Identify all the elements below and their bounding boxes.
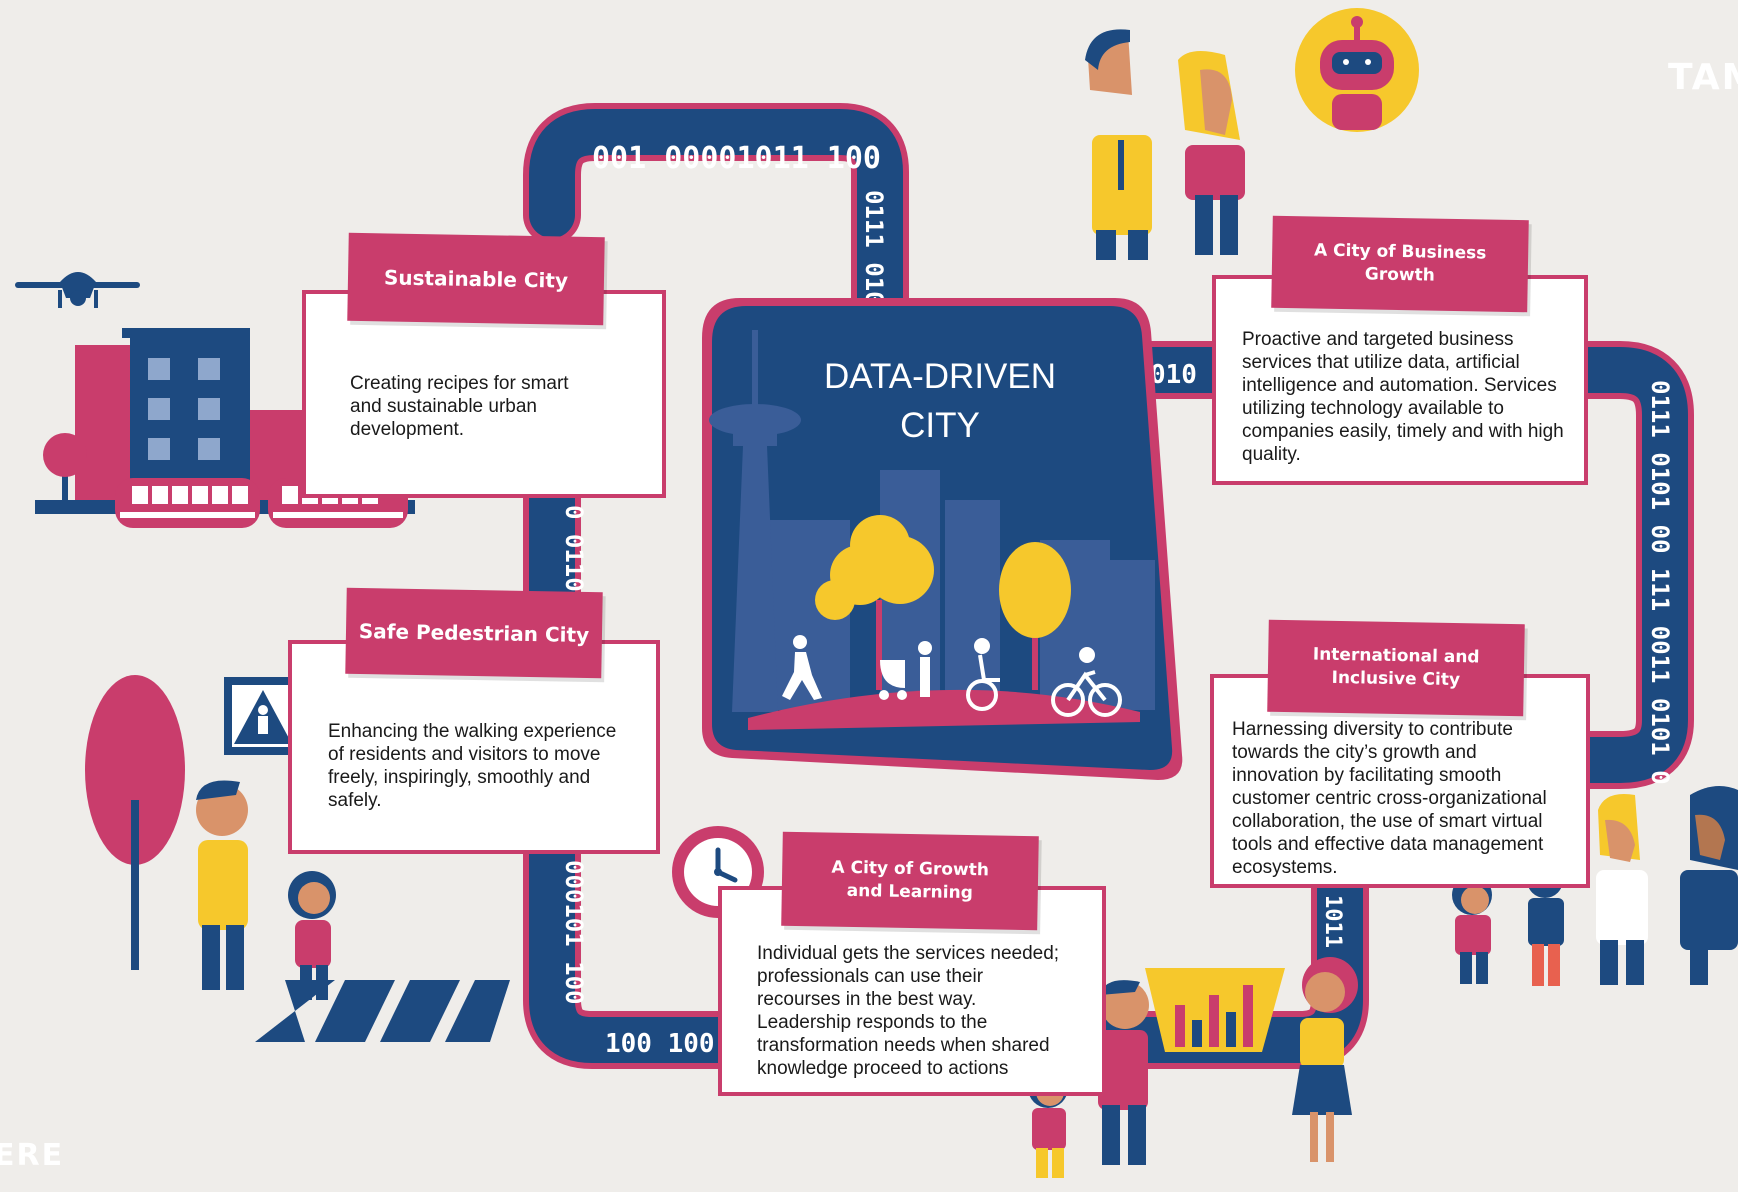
person-man-top bbox=[1085, 29, 1152, 260]
person-man-right bbox=[1596, 794, 1648, 985]
center-title-line1: DATA-DRIVEN bbox=[823, 357, 1057, 396]
person-child-right bbox=[1452, 875, 1492, 984]
card-international-inclusive-text: Harnessing diversity to contribute towar… bbox=[1232, 719, 1547, 878]
tree-icon bbox=[999, 542, 1071, 690]
tag-business-growth-line1: A City of Business bbox=[1313, 240, 1487, 264]
person-woman-far-right bbox=[1680, 786, 1738, 985]
corner-text-top-right: TAM bbox=[1668, 57, 1738, 98]
bar-chart-icon bbox=[1145, 968, 1285, 1052]
binary-top: 001 00001011 100 bbox=[592, 141, 881, 176]
center-panel bbox=[702, 298, 1183, 780]
pedestrian-icon bbox=[782, 635, 822, 700]
tag-international-inclusive-line1: International and bbox=[1312, 644, 1480, 668]
center-title-line2: CITY bbox=[900, 406, 980, 445]
binary-left-mid: 0 0110 bbox=[560, 505, 588, 592]
binary-bottom: 100 100 bbox=[605, 1029, 715, 1059]
tag-growth-learning-line1: A City of Growth bbox=[831, 857, 990, 881]
drone-icon bbox=[15, 272, 140, 308]
person-child-left bbox=[288, 871, 336, 1000]
tree-icon bbox=[85, 675, 185, 970]
card-business-growth-text: Proactive and targeted business services… bbox=[1242, 329, 1564, 465]
tag-international-inclusive-line2: Inclusive City bbox=[1331, 667, 1461, 691]
card-growth-learning-text: Individual gets the services needed; pro… bbox=[757, 943, 1060, 1079]
binary-bottom-right: 1011 bbox=[1320, 895, 1345, 948]
tag-growth-learning: A City of Growth and Learning bbox=[781, 831, 1039, 931]
tv-tower-icon bbox=[709, 330, 801, 712]
person-woman-top bbox=[1178, 51, 1245, 255]
tag-growth-learning-line2: and Learning bbox=[846, 880, 974, 904]
tag-international-inclusive: International and Inclusive City bbox=[1267, 619, 1525, 717]
card-safe-pedestrian-text: Enhancing the walking experience of resi… bbox=[328, 721, 617, 811]
card-sustainable-city-text: Creating recipes for smart and sustainab… bbox=[350, 373, 569, 440]
crosswalk-stripes bbox=[255, 980, 510, 1042]
person-man-left bbox=[196, 780, 248, 990]
tag-safe-pedestrian-label: Safe Pedestrian City bbox=[358, 618, 590, 648]
tag-safe-pedestrian: Safe Pedestrian City bbox=[345, 587, 603, 679]
bicycle-icon bbox=[1051, 647, 1122, 717]
robot-icon bbox=[1295, 8, 1419, 132]
tag-business-growth-line2: Growth bbox=[1364, 264, 1435, 286]
person-woman-bottom bbox=[1292, 957, 1358, 1162]
tree-icon bbox=[815, 515, 934, 690]
binary-right-loop: 0111 0101 00 111 0011 0101 0 bbox=[1646, 380, 1674, 785]
center-title: DATA-DRIVEN CITY bbox=[750, 352, 1130, 450]
tag-sustainable-city: Sustainable City bbox=[347, 232, 605, 326]
binary-left-bottom: 000101 100 bbox=[560, 860, 588, 1005]
person-man-bottom bbox=[1098, 980, 1149, 1165]
tag-sustainable-city-label: Sustainable City bbox=[383, 265, 569, 293]
data-track bbox=[523, 103, 1694, 1069]
card-sustainable-city bbox=[302, 290, 666, 498]
corner-text-bottom-left: ERE bbox=[0, 1138, 65, 1173]
stroller-icon bbox=[879, 641, 932, 700]
tag-business-growth: A City of Business Growth bbox=[1271, 215, 1529, 313]
wheelchair-icon bbox=[966, 638, 1000, 711]
